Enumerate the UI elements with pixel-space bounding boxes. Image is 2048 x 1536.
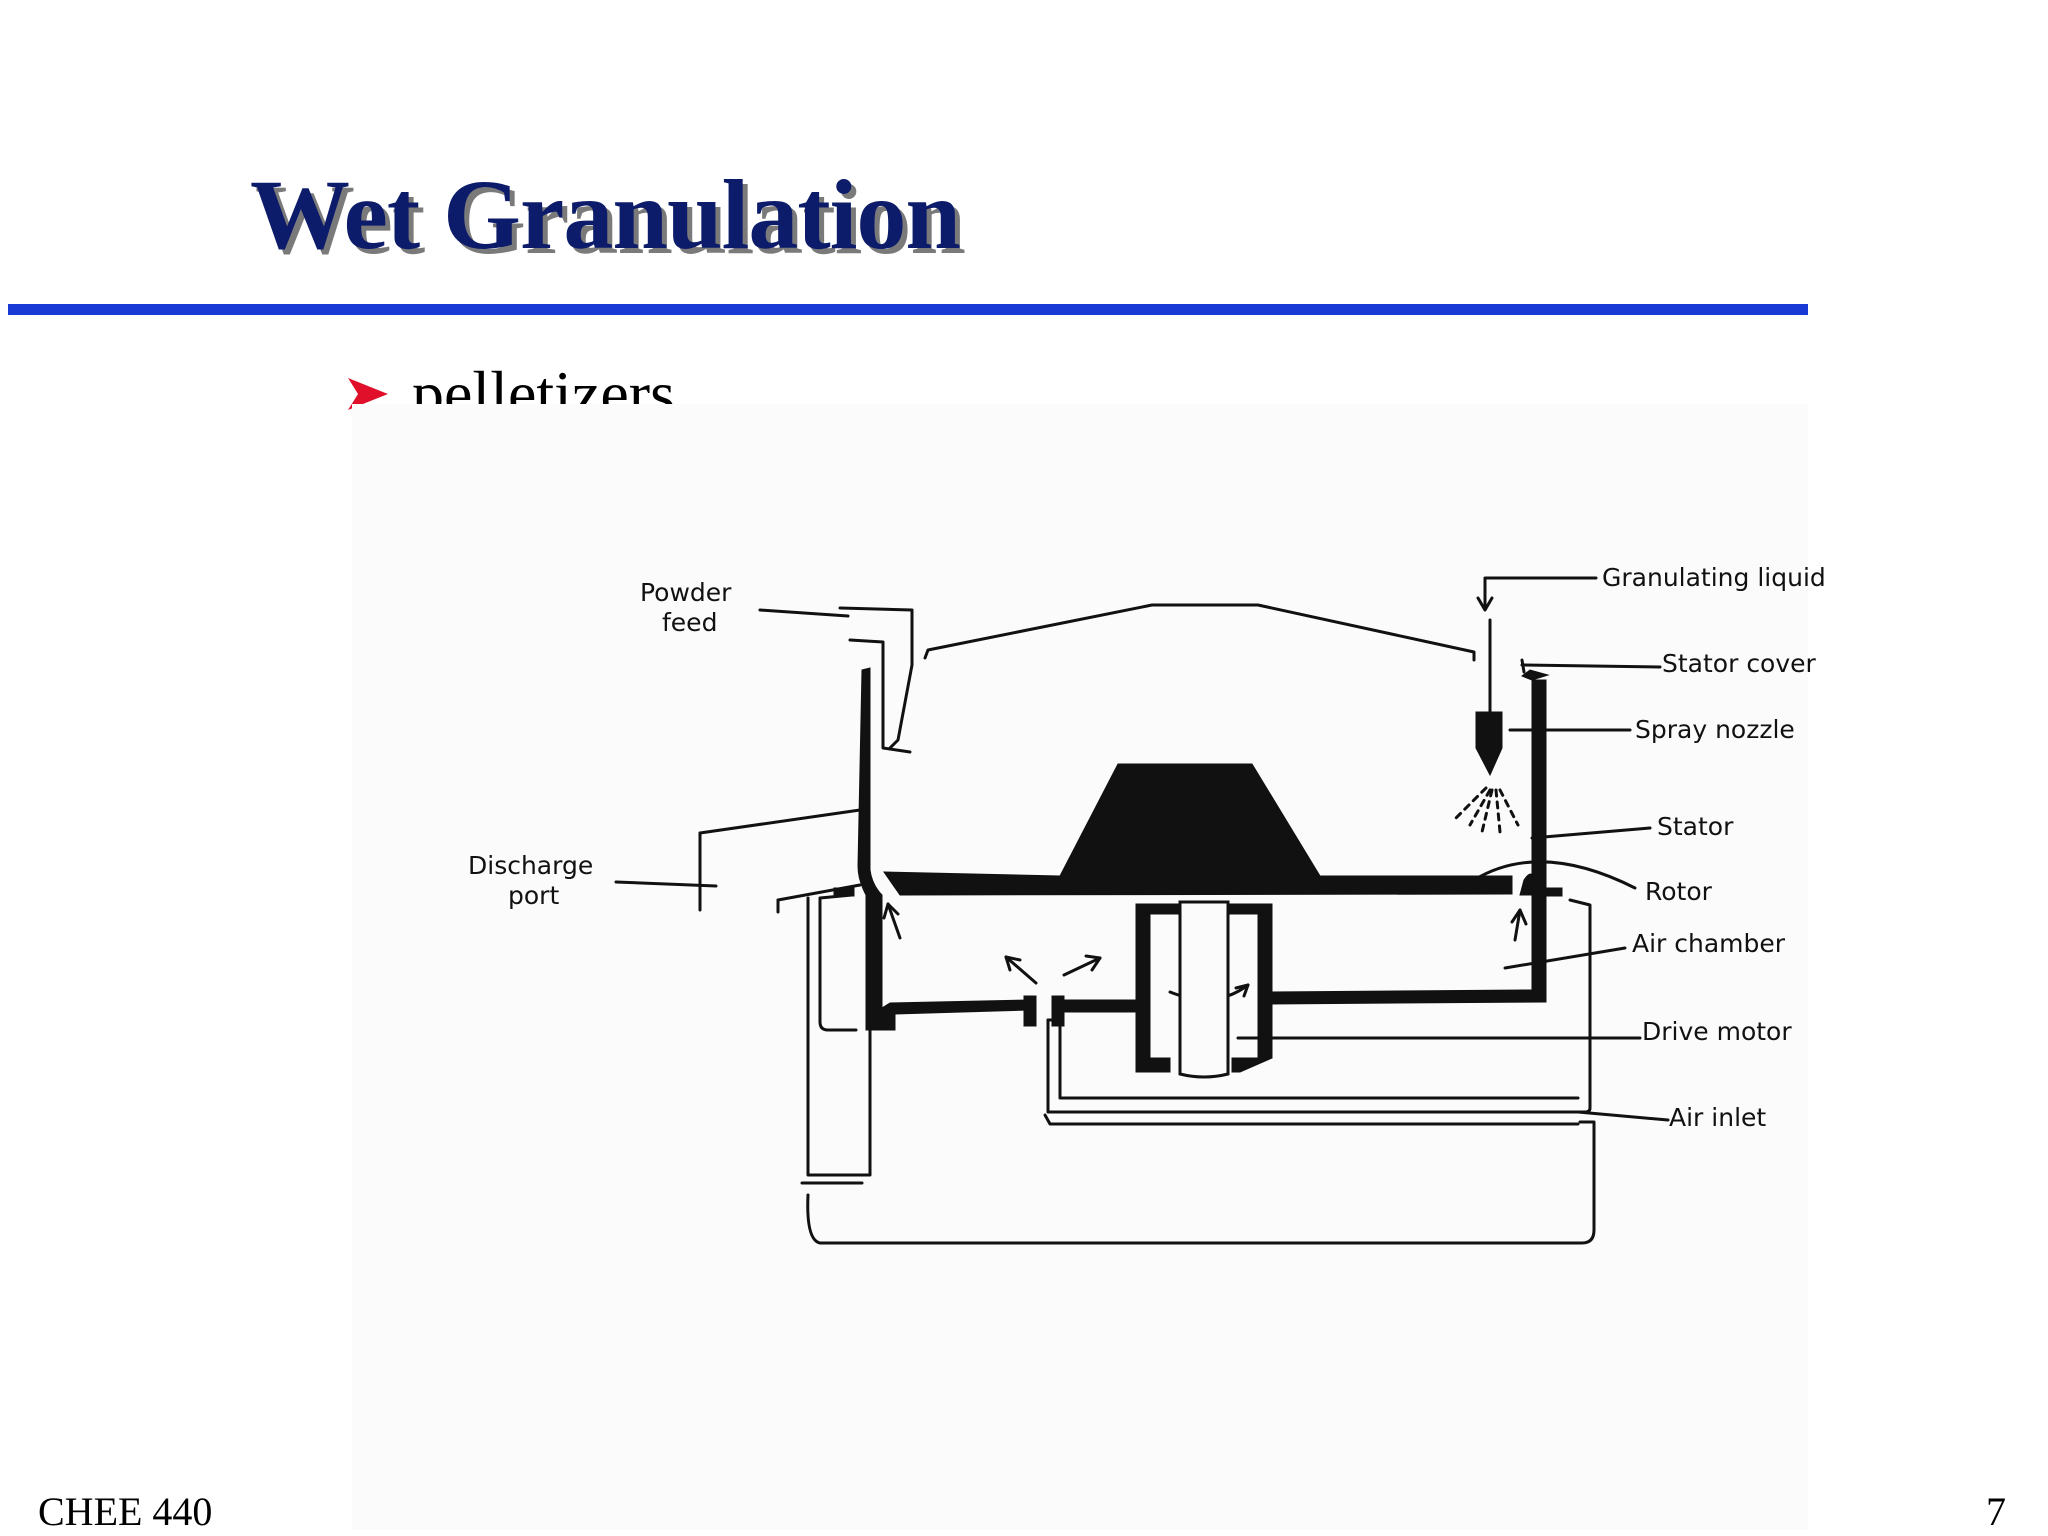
footer-page-number: 7 [1986, 1489, 2006, 1534]
label-spray-nozzle: Spray nozzle [1635, 715, 1795, 744]
footer-course-code: CHEE 440 [38, 1489, 213, 1534]
label-powder-feed-line2: feed [662, 608, 717, 637]
title-divider [8, 304, 1808, 315]
label-discharge-port-line1: Discharge [468, 851, 593, 880]
label-powder-feed-line1: Powder [640, 578, 732, 607]
label-granulating-liquid: Granulating liquid [1602, 563, 1826, 592]
bullet-arrow-icon [348, 378, 388, 410]
slide-title: Wet Granulation [250, 159, 961, 270]
label-discharge-port-line2: port [508, 881, 559, 910]
label-drive-motor: Drive motor [1642, 1017, 1792, 1046]
label-air-inlet: Air inlet [1669, 1103, 1766, 1132]
label-stator-cover: Stator cover [1662, 649, 1817, 678]
label-rotor: Rotor [1645, 877, 1713, 906]
label-stator: Stator [1657, 812, 1734, 841]
label-air-chamber: Air chamber [1632, 929, 1786, 958]
